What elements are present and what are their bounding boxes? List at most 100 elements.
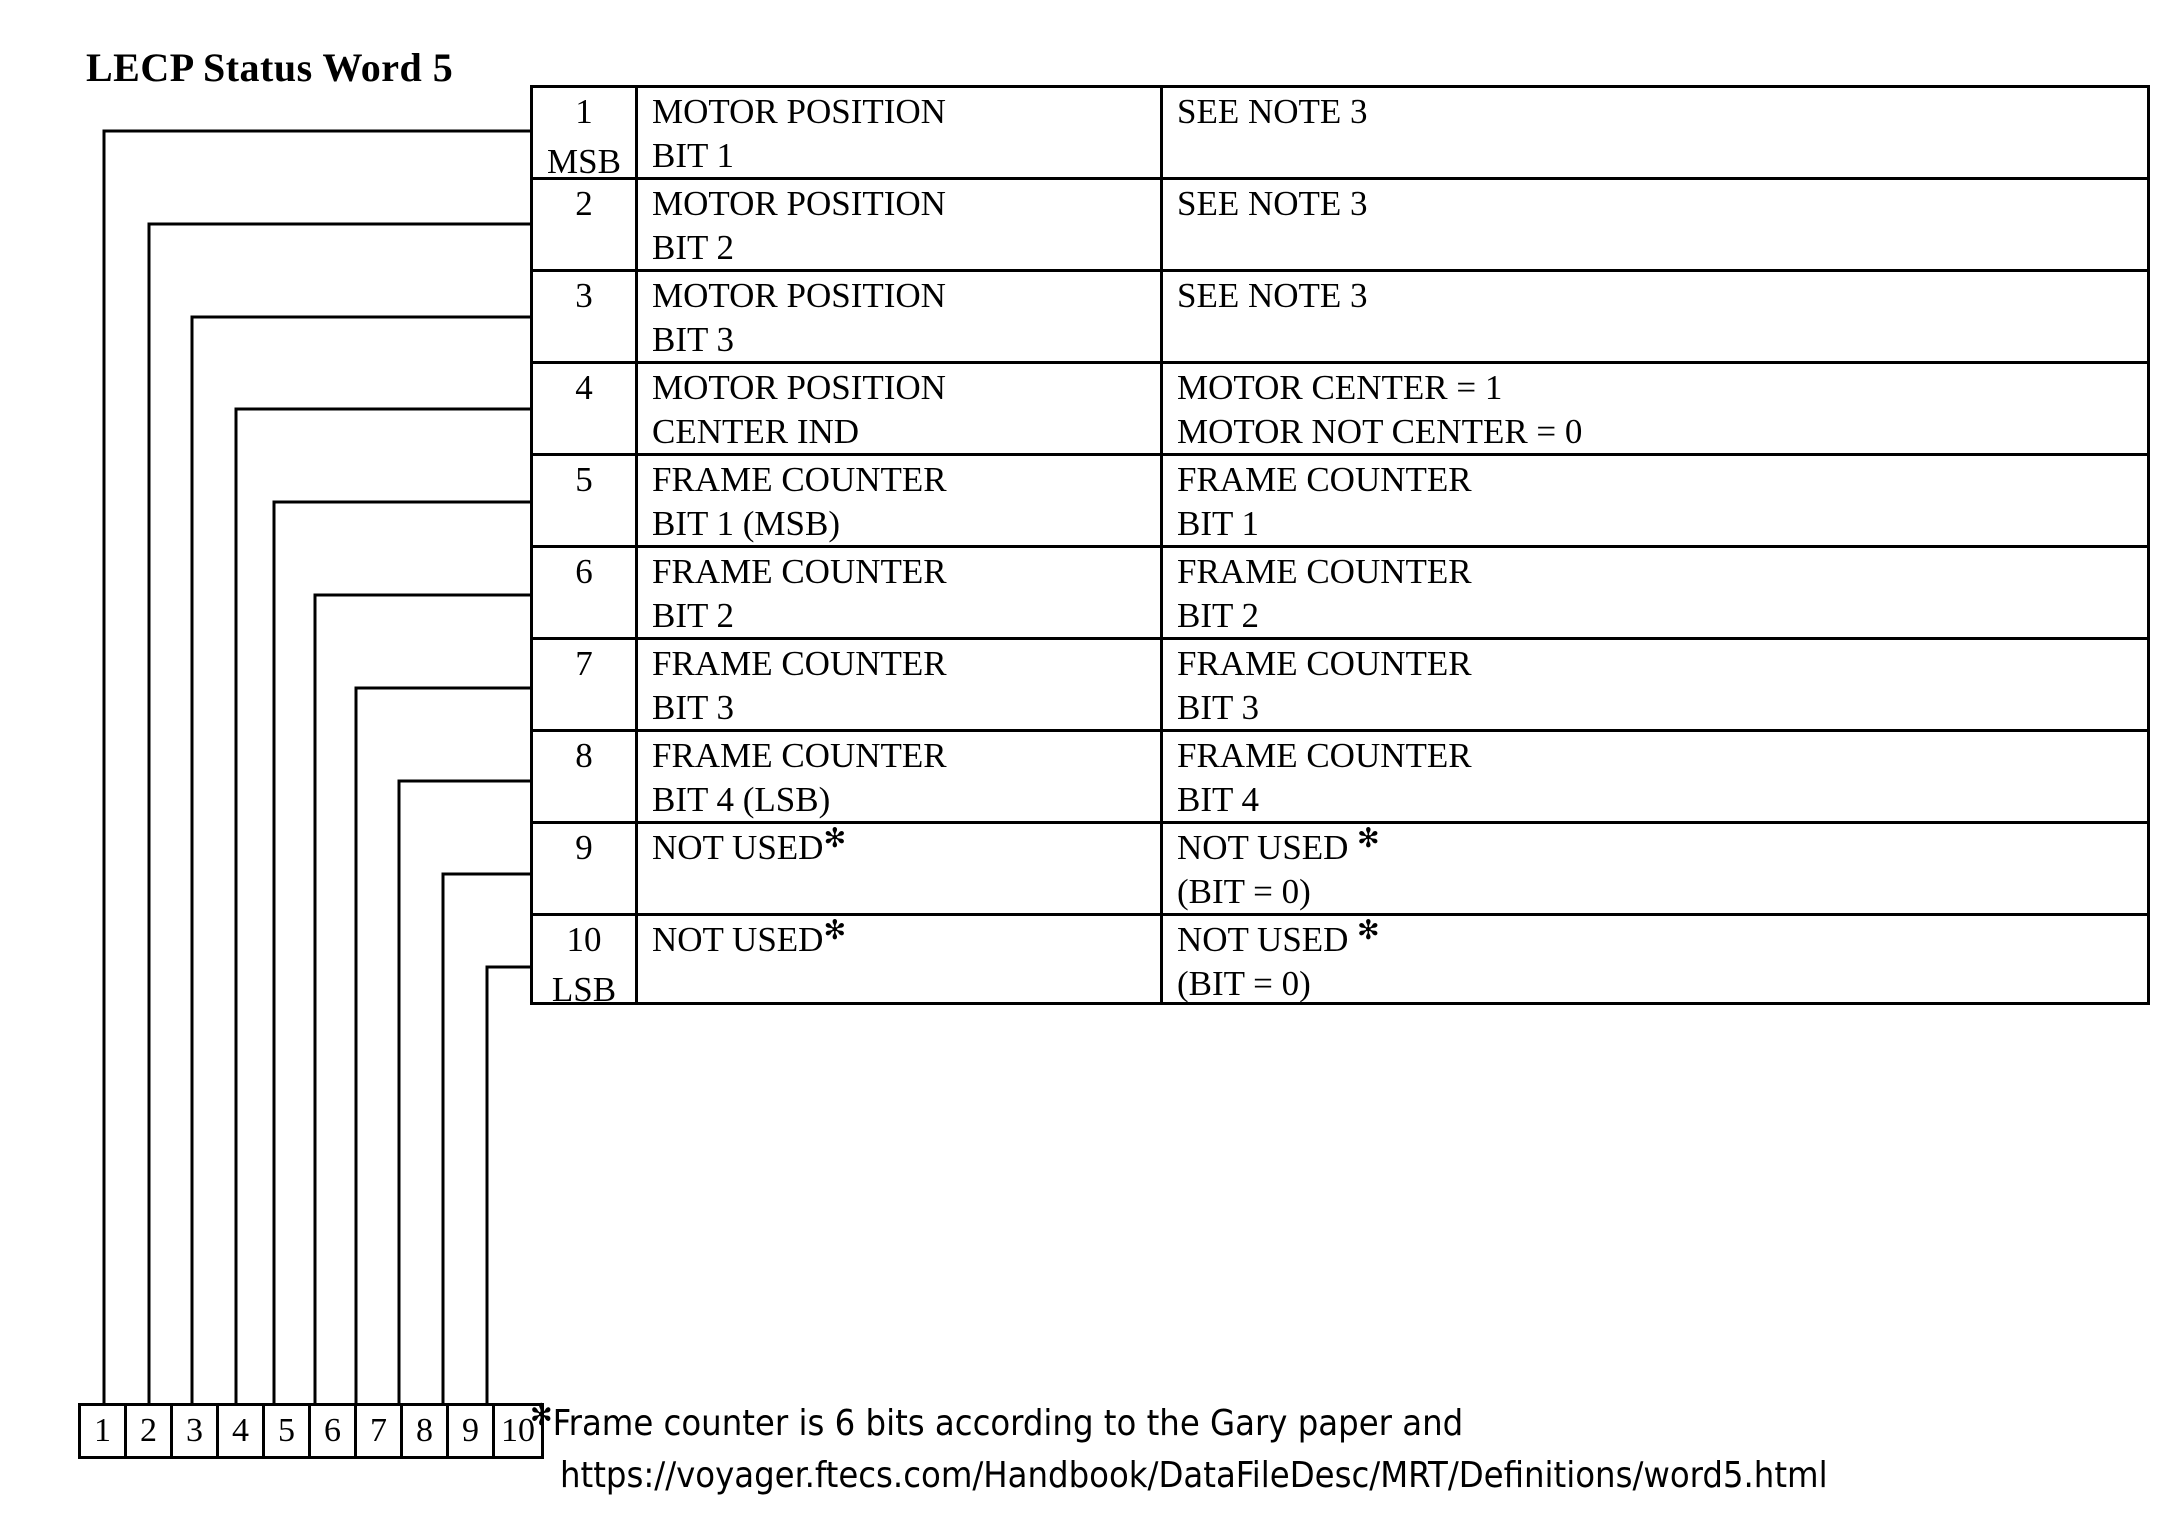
bit-description-line-1: MOTOR POSITION [652, 184, 946, 223]
bit-value-line-1: FRAME COUNTER [1177, 552, 1472, 591]
footnote-line-2: https://voyager.ftecs.com/Handbook/DataF… [560, 1455, 1828, 1496]
bit-description-line-2: BIT 1 [652, 136, 734, 175]
table-row: 8 FRAME COUNTER BIT 4 (LSB) FRAME COUNTER BI… [530, 729, 2150, 821]
bit-index-box: 5 [265, 1406, 311, 1456]
bit-number: 2 [575, 184, 593, 223]
bit-number: 5 [575, 460, 593, 499]
bit-description-line-1: NOT USED✻ [652, 823, 847, 867]
bit-value-cell: NOT USED ✻(BIT = 0) [1163, 824, 2147, 913]
bit-description-line-2: BIT 3 [652, 688, 734, 727]
bit-index-box: 4 [219, 1406, 265, 1456]
bit-description-cell: MOTOR POSITION BIT 2 [638, 180, 1163, 269]
bit-value-line-2: MOTOR NOT CENTER = 0 [1177, 412, 1583, 451]
footnote-line-1: ✻Frame counter is 6 bits according to th… [530, 1398, 2150, 1450]
bracket-bit-9 [441, 872, 530, 1403]
bit-number: 7 [575, 644, 593, 683]
bracket-bit-10 [485, 965, 530, 1403]
bit-number: 6 [575, 552, 593, 591]
bit-number: 8 [575, 736, 593, 775]
bracket-bit-6 [313, 593, 530, 1403]
bit-index-box: 10 [501, 1412, 535, 1449]
bit-value-cell: SEE NOTE 3 [1163, 272, 2147, 361]
bit-number-cell: 5 [533, 456, 638, 545]
bit-description-line-1: NOT USED✻ [652, 915, 847, 959]
bit-description-line-1: MOTOR POSITION [652, 368, 946, 407]
bit-value-line-1: FRAME COUNTER [1177, 460, 1472, 499]
bit-description-cell: FRAME COUNTER BIT 3 [638, 640, 1163, 729]
bit-number-cell: 7 [533, 640, 638, 729]
bit-description-line-1: FRAME COUNTER [652, 460, 947, 499]
bit-value-cell: FRAME COUNTER BIT 1 [1163, 456, 2147, 545]
bit-value-cell: FRAME COUNTER BIT 2 [1163, 548, 2147, 637]
bit-value-line-2: BIT 3 [1177, 688, 1259, 727]
bit-description-cell: FRAME COUNTER BIT 4 (LSB) [638, 732, 1163, 821]
bit-description-line-2: BIT 2 [652, 228, 734, 267]
bit-value-line-2: BIT 4 [1177, 780, 1259, 819]
bit-value-line-2: BIT 2 [1177, 596, 1259, 635]
bit-index-box: 2 [127, 1406, 173, 1456]
bit-value-line-1: SEE NOTE 3 [1177, 92, 1368, 131]
bit-description-line-1: FRAME COUNTER [652, 644, 947, 683]
bit-number: 4 [575, 368, 593, 407]
footnote-line-1-text: Frame counter is 6 bits according to the… [552, 1403, 1464, 1444]
bit-description-cell: NOT USED✻ [638, 824, 1163, 913]
bit-number: 3 [575, 276, 593, 315]
bit-value-line-1: MOTOR CENTER = 1 [1177, 368, 1503, 407]
bit-value-line-2: BIT 1 [1177, 504, 1259, 543]
table-row: 9 NOT USED✻ NOT USED ✻(BIT = 0) [530, 821, 2150, 913]
bit-value-cell: SEE NOTE 3 [1163, 88, 2147, 177]
footnote: ✻Frame counter is 6 bits according to th… [530, 1398, 2150, 1502]
bit-number-cell: 6 [533, 548, 638, 637]
bit-number-cell: 4 [533, 364, 638, 453]
bit-description-line-1: MOTOR POSITION [652, 92, 946, 131]
asterisk-icon: ✻ [1348, 823, 1380, 854]
bit-index-box: 9 [449, 1406, 495, 1456]
bit-number-cell: 8 [533, 732, 638, 821]
bit-value-cell: SEE NOTE 3 [1163, 180, 2147, 269]
bit-number: 9 [575, 828, 593, 867]
bit-value-line-1: SEE NOTE 3 [1177, 184, 1368, 223]
bracket-bit-8 [397, 779, 530, 1403]
bit-value-line-1: FRAME COUNTER [1177, 736, 1472, 775]
bit-number: 1 [575, 92, 593, 131]
bit-description-line-2: BIT 4 (LSB) [652, 780, 831, 819]
bit-value-line-2: (BIT = 0) [1177, 964, 1311, 1003]
asterisk-icon: ✻ [823, 823, 847, 854]
asterisk-icon: ✻ [1348, 915, 1380, 946]
bit-value-line-1: NOT USED ✻ [1177, 915, 1380, 959]
asterisk-icon: ✻ [823, 915, 847, 946]
bit-index-box: 1 [81, 1406, 127, 1456]
bracket-bit-2 [147, 222, 530, 1403]
bit-description-line-2: BIT 3 [652, 320, 734, 359]
bracket-bit-3 [190, 315, 530, 1403]
table-row: 7 FRAME COUNTER BIT 3 FRAME COUNTER BIT 3 [530, 637, 2150, 729]
bit-description-line-2: BIT 2 [652, 596, 734, 635]
bit-index-box: 3 [173, 1406, 219, 1456]
bit-significance-label: LSB [551, 970, 617, 1009]
bit-number: 10 [566, 920, 602, 959]
bit-value-cell: NOT USED ✻ (BIT = 0) [1163, 915, 2147, 1003]
bit-number-cell: 3 [533, 272, 638, 361]
bit-description-cell: NOT USED✻ [638, 916, 1163, 1002]
bit-value-line-1: NOT USED ✻ [1177, 823, 1380, 867]
bit-value-line-1: SEE NOTE 3 [1177, 276, 1368, 315]
bit-number-cell: 9 [533, 824, 638, 913]
bit-description-cell: MOTOR POSITION BIT 1 [638, 88, 1163, 177]
bit-significance-label: MSB [547, 142, 621, 181]
bit-index-box: 8 [403, 1406, 449, 1456]
bit-description-line-1: FRAME COUNTER [652, 736, 947, 775]
bracket-bit-7 [354, 686, 530, 1403]
bit-value-line-1: FRAME COUNTER [1177, 644, 1472, 683]
